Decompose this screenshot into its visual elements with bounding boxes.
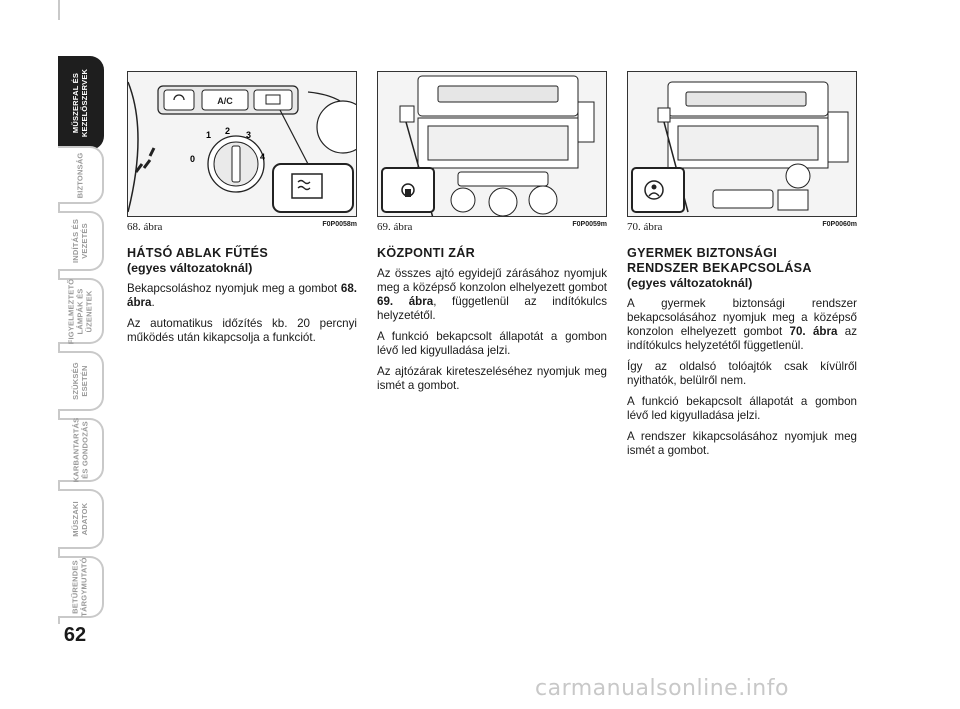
section-title-line1: GYERMEK BIZTONSÁGI <box>627 246 778 260</box>
tab-biztonsag[interactable]: BIZTONSÁG <box>58 146 104 204</box>
tab-label: FIGYELMEZTETŐ LÁMPÁK ÉS ÜZENETEK <box>66 278 94 344</box>
figure-code: F0P0059m <box>572 221 607 228</box>
tab-label: BETŰRENDES TÁRGYMUTATÓ <box>71 557 90 617</box>
tab-karbantartas[interactable]: KARBANTARTÁS ÉS GONDOZÁS <box>58 418 104 482</box>
tab-label: MŰSZERFAL ÉS KEZELŐSZERVEK <box>71 68 89 138</box>
tab-muszaki[interactable]: MŰSZAKI ADATOK <box>58 489 104 549</box>
tab-muszerfal[interactable]: MŰSZERFAL ÉS KEZELŐSZERVEK <box>58 56 104 150</box>
tab-figyelmezteto[interactable]: FIGYELMEZTETŐ LÁMPÁK ÉS ÜZENETEK <box>58 278 104 344</box>
section-subtitle: (egyes változatoknál) <box>127 261 253 275</box>
child-lock-illustration <box>628 72 856 216</box>
figure-69 <box>377 71 607 217</box>
tab-inditas[interactable]: INDÍTÁS ÉS VEZETÉS <box>58 211 104 271</box>
tab-label: BIZTONSÁG <box>75 152 85 198</box>
paragraph: A funkció bekapcsolt állapotát a gombon … <box>377 330 607 357</box>
figure-code: F0P0060m <box>822 221 857 228</box>
paragraph: A gyermek biztonsági rendszer bekapcsolá… <box>627 297 858 352</box>
page-number: 62 <box>63 624 87 646</box>
paragraph: Az ajtózárak kireteszeléséhez nyomjuk me… <box>377 365 607 392</box>
tab-label: SZÜKSÉG ESETÉN <box>71 362 89 400</box>
paragraph: Így az oldalsó tolóajtók csak kívülről n… <box>627 360 857 387</box>
paragraph: Bekapcsoláshoz nyomjuk meg a gombot 68. … <box>127 282 357 309</box>
figure-reference: 70. ábra <box>789 325 838 338</box>
ac-label: A/C <box>217 96 233 106</box>
figure-reference: 68. ábra <box>127 282 357 309</box>
figure-code: F0P0058m <box>322 221 357 228</box>
figure-70-caption: 70. ábra F0P0060m <box>627 221 857 235</box>
section-central-lock: KÖZPONTI ZÁR Az összes ajtó egyidejű zár… <box>377 246 607 400</box>
section-title-line2: RENDSZER BEKAPCSOLÁSA <box>627 261 812 275</box>
tab-label: MŰSZAKI ADATOK <box>70 501 89 537</box>
section-title: HÁTSÓ ABLAK FŰTÉS <box>127 246 269 260</box>
section-subtitle: (egyes változatoknál) <box>627 276 753 290</box>
tab-targymutato[interactable]: BETŰRENDES TÁRGYMUTATÓ <box>58 556 104 618</box>
dial-number: 3 <box>246 130 251 140</box>
figure-68: A/C 0 1 2 3 4 <box>127 71 357 217</box>
paragraph: Az összes ajtó egyidejű zárásához nyomju… <box>377 267 608 322</box>
figure-68-caption: 68. ábra F0P0058m <box>127 221 357 235</box>
section-rear-window: HÁTSÓ ABLAK FŰTÉS (egyes változatoknál) … <box>127 246 357 352</box>
figure-70 <box>627 71 857 217</box>
tab-label: KARBANTARTÁS ÉS GONDOZÁS <box>71 417 90 483</box>
tab-label: INDÍTÁS ÉS VEZETÉS <box>71 218 89 264</box>
rear-defrost-illustration: A/C 0 1 2 3 4 <box>128 72 356 216</box>
watermark: carmanualsonline.info <box>535 676 789 701</box>
paragraph: A rendszer kikapcsolásához nyomjuk meg i… <box>627 430 857 457</box>
figure-number: 70. ábra <box>627 221 663 233</box>
figure-69-caption: 69. ábra F0P0059m <box>377 221 607 235</box>
section-child-lock: GYERMEK BIZTONSÁGI RENDSZER BEKAPCSOLÁSA… <box>627 246 857 465</box>
dial-number: 1 <box>206 130 211 140</box>
figure-reference: 69. ábra <box>377 295 434 308</box>
figure-number: 69. ábra <box>377 221 413 233</box>
section-title: KÖZPONTI ZÁR <box>377 246 476 260</box>
figure-number: 68. ábra <box>127 221 163 233</box>
dial-number: 2 <box>225 126 230 136</box>
paragraph: Az automatikus időzítés kb. 20 percnyi m… <box>127 317 357 344</box>
paragraph: A funkció bekapcsolt állapotát a gombon … <box>627 395 857 422</box>
dial-number: 4 <box>260 152 265 162</box>
central-lock-illustration <box>378 72 606 216</box>
sidebar-line <box>58 0 60 20</box>
dial-number: 0 <box>190 154 195 164</box>
tab-szukseg[interactable]: SZÜKSÉG ESETÉN <box>58 351 104 411</box>
